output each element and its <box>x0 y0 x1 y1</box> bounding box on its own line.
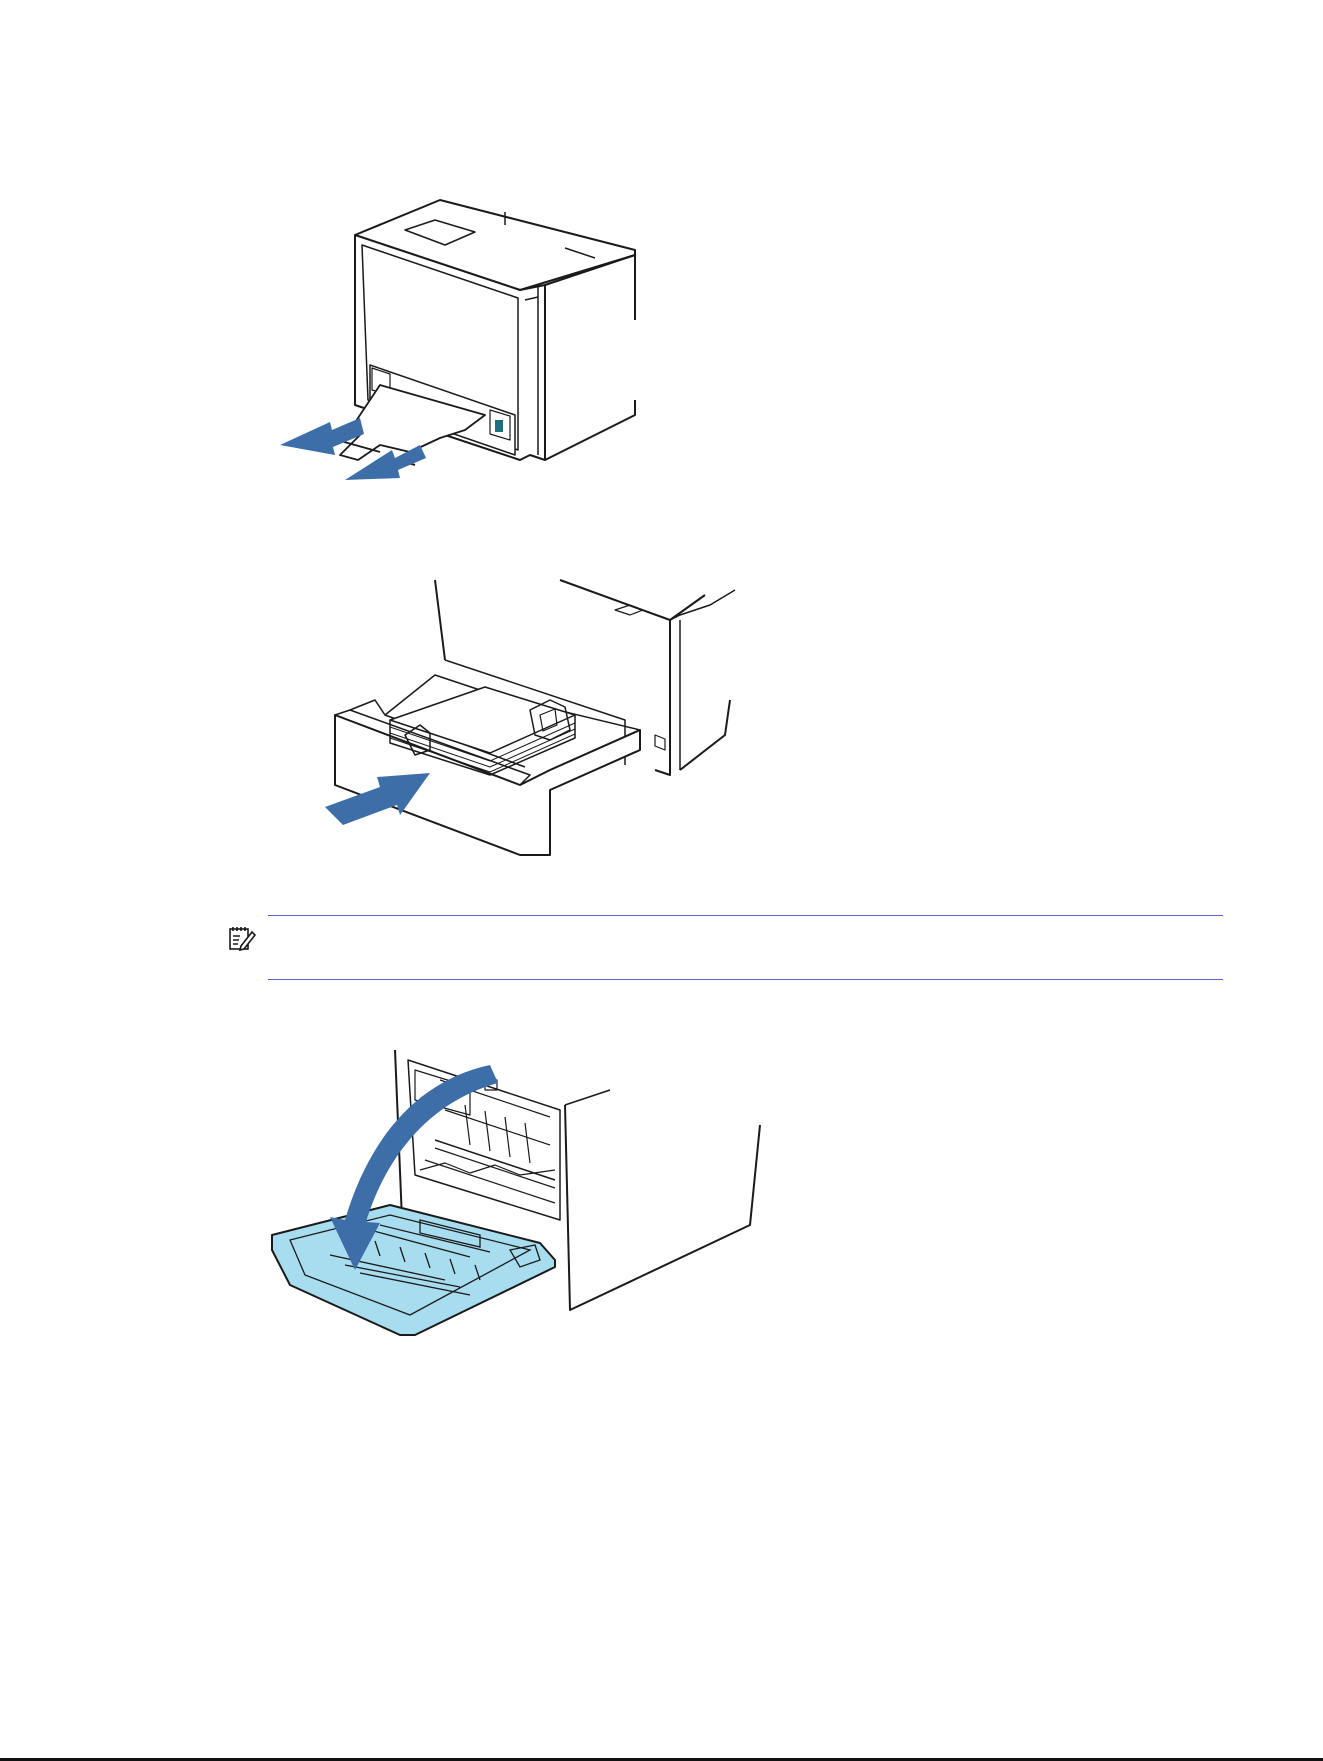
note-icon <box>228 924 256 952</box>
open-rear-door-illustration <box>270 1045 780 1355</box>
note-bottom-rule <box>268 979 1223 980</box>
note-block <box>228 915 1223 981</box>
remove-jammed-paper-illustration <box>280 190 660 510</box>
note-top-rule <box>268 915 1223 916</box>
reinsert-tray-illustration <box>325 575 745 865</box>
